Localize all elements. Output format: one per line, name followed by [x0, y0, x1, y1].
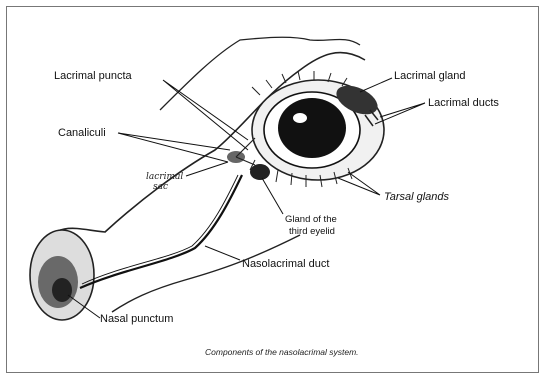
- leader-third-eyelid: [262, 178, 283, 214]
- label-lacrimal-sac-1: lacrimal: [146, 172, 183, 182]
- label-lacrimal-sac-2: sac: [153, 182, 168, 192]
- pupil-highlight: [293, 113, 307, 123]
- label-nasal-punctum: Nasal punctum: [100, 313, 173, 325]
- label-lacrimal-ducts: Lacrimal ducts: [428, 97, 499, 109]
- leader-nasolacrimal: [205, 246, 240, 260]
- leader-canaliculi: [118, 133, 230, 162]
- leader-lacrimal-ducts: [375, 103, 425, 124]
- label-canaliculi: Canaliculi: [58, 127, 106, 139]
- third-eyelid-gland-shape: [250, 164, 270, 180]
- label-lacrimal-gland: Lacrimal gland: [394, 70, 466, 82]
- nostril-inner: [52, 278, 72, 302]
- figure-caption: Components of the nasolacrimal system.: [205, 347, 359, 357]
- label-gland-third-eyelid-1: Gland of the: [285, 214, 337, 225]
- iris: [278, 98, 346, 158]
- leader-lacrimal-gland: [360, 78, 392, 92]
- label-tarsal-glands: Tarsal glands: [384, 191, 449, 203]
- label-gland-third-eyelid-2: third eyelid: [289, 226, 335, 237]
- label-lacrimal-puncta: Lacrimal puncta: [54, 70, 132, 82]
- leader-lacrimal-puncta: [163, 80, 248, 150]
- label-nasolacrimal-duct: Nasolacrimal duct: [242, 258, 329, 270]
